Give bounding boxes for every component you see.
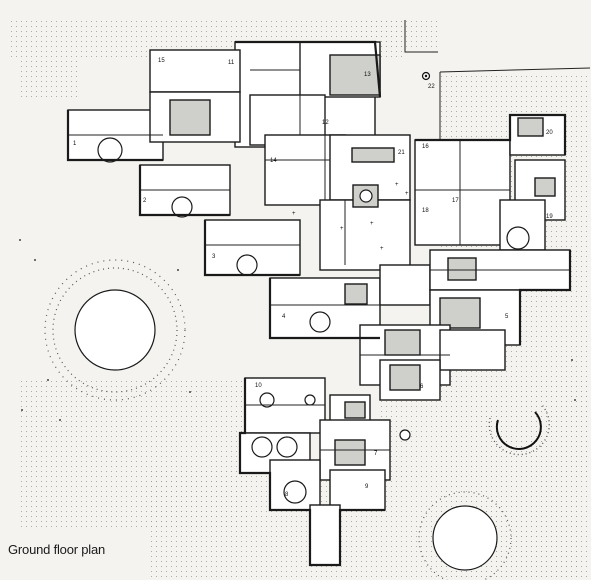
svg-text:+: + xyxy=(380,246,384,252)
amphitheatre-arc xyxy=(488,404,550,456)
plan-caption: Ground floor plan xyxy=(8,542,106,557)
room-number: 13 xyxy=(364,72,371,78)
entrance-marker xyxy=(421,71,431,81)
left-circular-plaza xyxy=(44,259,186,401)
svg-text:+: + xyxy=(395,182,399,188)
room-number: 15 xyxy=(158,58,165,64)
room-number: 22 xyxy=(428,84,435,90)
svg-text:+: + xyxy=(370,221,374,227)
circular-rooms xyxy=(97,137,530,504)
site-boundary xyxy=(404,20,591,140)
room-number: 11 xyxy=(228,60,235,66)
room-number: 5 xyxy=(505,314,509,320)
room-number: 20 xyxy=(546,130,553,136)
room-number: 2 xyxy=(143,198,147,204)
room-number: 9 xyxy=(365,484,369,490)
room-number: 4 xyxy=(282,314,286,320)
svg-text:+: + xyxy=(405,191,409,197)
lower-circular-plaza xyxy=(418,491,512,580)
room-number: 12 xyxy=(322,120,329,126)
outer-walls xyxy=(66,40,572,567)
room-number: 10 xyxy=(255,383,262,389)
room-number: 7 xyxy=(374,451,378,457)
room-number-labels: 1 2 3 4 5 6 7 8 9 10 11 12 13 14 15 16 1… xyxy=(73,58,553,498)
room-number: 18 xyxy=(422,208,429,214)
room-number: 8 xyxy=(285,492,289,498)
room-number: 19 xyxy=(546,214,553,220)
grid-markers: + + + + + + xyxy=(292,182,409,252)
room-number: 6 xyxy=(420,384,424,390)
room-number: 17 xyxy=(452,198,459,204)
room-number: 21 xyxy=(398,150,405,156)
svg-text:+: + xyxy=(340,226,344,232)
room-number: 14 xyxy=(270,158,277,164)
room-number: 16 xyxy=(422,144,429,150)
grey-courts xyxy=(344,117,556,305)
room-number: 1 xyxy=(73,141,77,147)
svg-text:+: + xyxy=(292,211,296,217)
outdoor-dots xyxy=(19,239,576,421)
room-number: 3 xyxy=(212,254,216,260)
interior-partitions xyxy=(68,42,570,451)
